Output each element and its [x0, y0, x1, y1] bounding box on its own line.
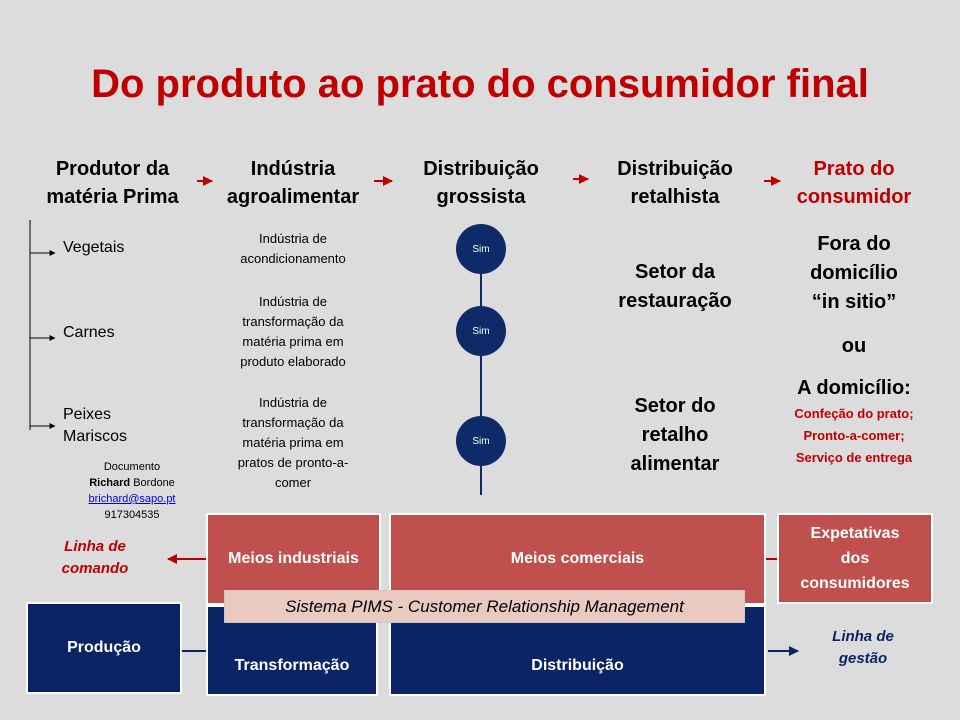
document-author: Richard Bordone	[72, 475, 192, 491]
industry-3-line1: Indústria de	[259, 395, 327, 410]
header-retalhista-line1: Distribuição	[617, 158, 733, 180]
header-industria-line2: agroalimentar	[226, 186, 360, 208]
expetativas-box: Expetativas dos consumidores	[777, 513, 933, 604]
email-link[interactable]: brichard@sapo.pt	[88, 493, 176, 505]
header-prato: Prato do consumidor	[774, 155, 934, 211]
industry-pronto-a-comer: Indústria de transformação da matéria pr…	[213, 393, 373, 493]
linha-comando-line1: Linha de	[64, 538, 126, 555]
industry-2-line2: transformação da	[242, 314, 344, 329]
industry-2-line3: matéria prima em	[242, 334, 344, 349]
expetativas-line3: consumidores	[800, 575, 910, 592]
sector-restauracao: Setor da restauração	[594, 258, 756, 316]
consumer-fora-line3: “in sitio”	[811, 291, 897, 313]
industry-3-line4: pratos de pronto-a-	[237, 455, 349, 470]
sim-node-3: Sim	[456, 416, 506, 466]
header-retalhista: Distribuição retalhista	[594, 155, 756, 211]
sector-restauracao-line1: Setor da	[634, 261, 716, 283]
raw-vegetais: Vegetais	[63, 239, 125, 256]
raw-peixes: Peixes	[63, 406, 112, 423]
header-produtor-line2: matéria Prima	[46, 186, 179, 208]
industry-3-line2: transformação da	[242, 415, 344, 430]
pims-banner: Sistema PIMS - Customer Relationship Man…	[224, 590, 745, 623]
author-first-name: Richard	[89, 477, 131, 489]
header-produtor-line1: Produtor da	[55, 158, 170, 180]
document-credit: Documento Richard Bordone brichard@sapo.…	[72, 459, 192, 523]
header-grossista-line2: grossista	[436, 186, 526, 208]
industry-2-line1: Indústria de	[259, 294, 327, 309]
sector-restauracao-line2: restauração	[618, 290, 732, 312]
consumer-fora-line2: domicílio	[810, 262, 898, 284]
linha-gestao-label: Linha de gestão	[808, 626, 918, 670]
header-industria: Indústria agroalimentar	[212, 155, 374, 211]
consumer-option-1: Confeção do prato;	[794, 406, 914, 421]
author-last-name: Bordone	[130, 477, 175, 489]
industry-3-line3: matéria prima em	[242, 435, 344, 450]
sector-retalho-line2: retalho	[641, 424, 709, 446]
sector-retalho-line1: Setor do	[634, 395, 716, 417]
linha-comando-label: Linha de comando	[40, 536, 150, 580]
industry-1-line1: Indústria de	[259, 231, 327, 246]
document-label: Documento	[103, 461, 161, 473]
sim-node-2: Sim	[456, 306, 506, 356]
consumer-options: Confeção do prato; Pronto-a-comer; Servi…	[774, 403, 934, 469]
header-grossista: Distribuição grossista	[400, 155, 562, 211]
raw-mariscos: Mariscos	[63, 428, 128, 445]
sector-retalho: Setor do retalho alimentar	[594, 392, 756, 479]
consumer-ou: ou	[841, 335, 867, 357]
header-produtor: Produtor da matéria Prima	[30, 155, 195, 211]
producao-box: Produção	[26, 602, 182, 694]
sim-node-1: Sim	[456, 224, 506, 274]
consumer-option-2: Pronto-a-comer;	[803, 428, 905, 443]
raw-peixes-mariscos: Peixes Mariscos	[63, 404, 127, 448]
meios-comerciais-box: Meios comerciais	[389, 513, 766, 605]
consumer-fora-line1: Fora do	[817, 233, 891, 255]
raw-carnes: Carnes	[63, 324, 115, 341]
industry-produto-elaborado: Indústria de transformação da matéria pr…	[213, 292, 373, 372]
industry-1-line2: acondicionamento	[240, 251, 346, 266]
expetativas-line1: Expetativas	[810, 525, 900, 542]
header-industria-line1: Indústria	[250, 158, 336, 180]
industry-3-line5: comer	[274, 475, 312, 490]
consumer-fora: Fora do domicílio “in sitio”	[774, 230, 934, 317]
linha-gestao-line2: gestão	[838, 650, 888, 667]
industry-2-line4: produto elaborado	[240, 354, 346, 369]
header-retalhista-line2: retalhista	[630, 186, 720, 208]
consumer-domicilio: A domicílio:	[797, 377, 911, 399]
linha-comando-line2: comando	[61, 560, 129, 577]
consumer-option-3: Serviço de entrega	[795, 450, 913, 465]
document-phone: 917304535	[104, 509, 160, 521]
sector-retalho-line3: alimentar	[630, 453, 720, 475]
page-title: Do produto ao prato do consumidor final	[91, 62, 869, 106]
expetativas-line2: dos	[840, 550, 870, 567]
header-grossista-line1: Distribuição	[423, 158, 539, 180]
industry-acondicionamento: Indústria de acondicionamento	[213, 229, 373, 269]
linha-gestao-line1: Linha de	[832, 628, 894, 645]
header-prato-line2: consumidor	[796, 186, 912, 208]
header-prato-line1: Prato do	[813, 158, 895, 180]
